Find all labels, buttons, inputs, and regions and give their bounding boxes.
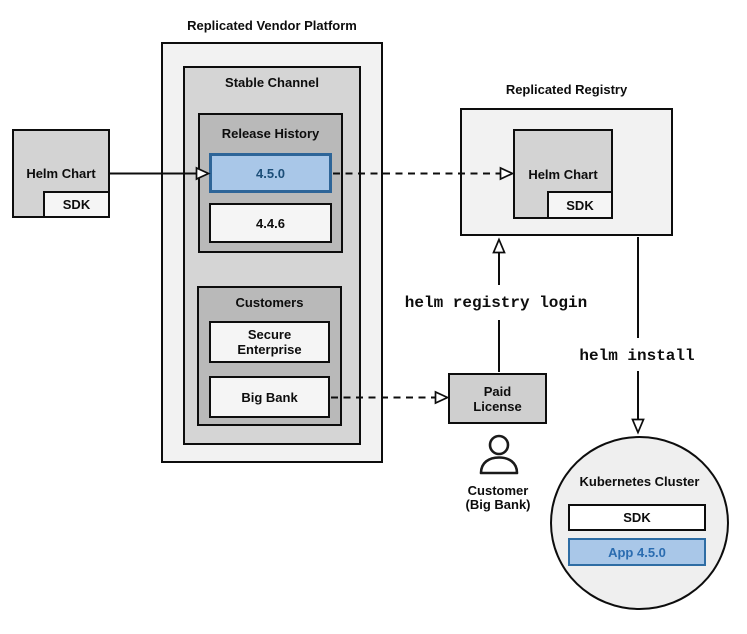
registry-title: Replicated Registry xyxy=(505,82,628,97)
customer-item-secure-enterprise: Secure Enterprise xyxy=(209,321,330,363)
cluster-sdk-box: SDK xyxy=(568,504,706,531)
cluster-app-box: App 4.5.0 xyxy=(568,538,706,566)
source-sdk-box: SDK xyxy=(43,191,110,218)
release-item-4-5-0: 4.5.0 xyxy=(209,153,332,193)
stable-channel-label: Stable Channel xyxy=(225,75,319,90)
paid-license-box: Paid License xyxy=(448,373,547,424)
release-item-4-4-6: 4.4.6 xyxy=(209,203,332,243)
kubernetes-cluster-label: Kubernetes Cluster xyxy=(579,474,700,489)
helm-registry-login-command: helm registry login xyxy=(404,294,588,312)
customers-label: Customers xyxy=(235,295,304,310)
arrow-helm-install xyxy=(631,237,645,435)
registry-sdk-box: SDK xyxy=(547,191,613,219)
helm-install-command: helm install xyxy=(579,347,695,365)
customer-caption: Customer (Big Bank) xyxy=(465,483,531,512)
customer-item-big-bank: Big Bank xyxy=(209,376,330,418)
release-history-label: Release History xyxy=(221,126,320,141)
vendor-platform-title: Replicated Vendor Platform xyxy=(187,18,357,33)
